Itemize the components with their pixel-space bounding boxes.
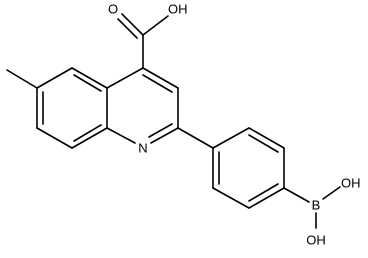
bond-c6-c5 (36, 67, 73, 89)
atom-label-carboxyl-oh: OH (168, 1, 188, 16)
bond-ph1-ph2 (212, 127, 250, 149)
bond-ph2-ph3-inner (248, 134, 279, 153)
bond-c8-c7 (36, 127, 73, 149)
atom-label-boron-oh-lower: OH (306, 232, 326, 247)
atom-label-carbonyl-o: O (108, 1, 118, 16)
bond-c8a-c8-inner (73, 124, 102, 142)
bond-c5-c4a (71, 67, 108, 89)
bond-b-oh-upper (322, 186, 341, 200)
bond-ph4-ph5 (248, 187, 285, 209)
bond-c2-n-inner (148, 123, 173, 138)
bond-ph5-ph6 (212, 187, 250, 209)
bond-c4-c3 (142, 67, 179, 89)
atom-label-ring-n: N (138, 140, 147, 155)
bond-c2-phenyl (177, 127, 214, 149)
bond-ph4-b (283, 187, 310, 203)
bond-c-oh (142, 15, 169, 36)
bond-c8a-c8 (71, 127, 108, 149)
bond-c4-c3-inner (142, 74, 173, 93)
bond-c-o-double-b (117, 18, 138, 39)
bond-ph2-ph3 (248, 127, 285, 149)
atom-label-boron: B (312, 197, 321, 212)
bond-c4a-c4 (106, 67, 144, 89)
bond-c-o-double-a (121, 13, 144, 36)
bond-ph4-ph5-inner (248, 183, 279, 202)
atom-label-boron-oh-upper: OH (341, 175, 361, 190)
bond-c5-c4a-inner (73, 74, 102, 92)
bond-c2-n (150, 127, 179, 144)
bond-methyl (6, 69, 38, 89)
bond-n-c8a (106, 127, 136, 144)
